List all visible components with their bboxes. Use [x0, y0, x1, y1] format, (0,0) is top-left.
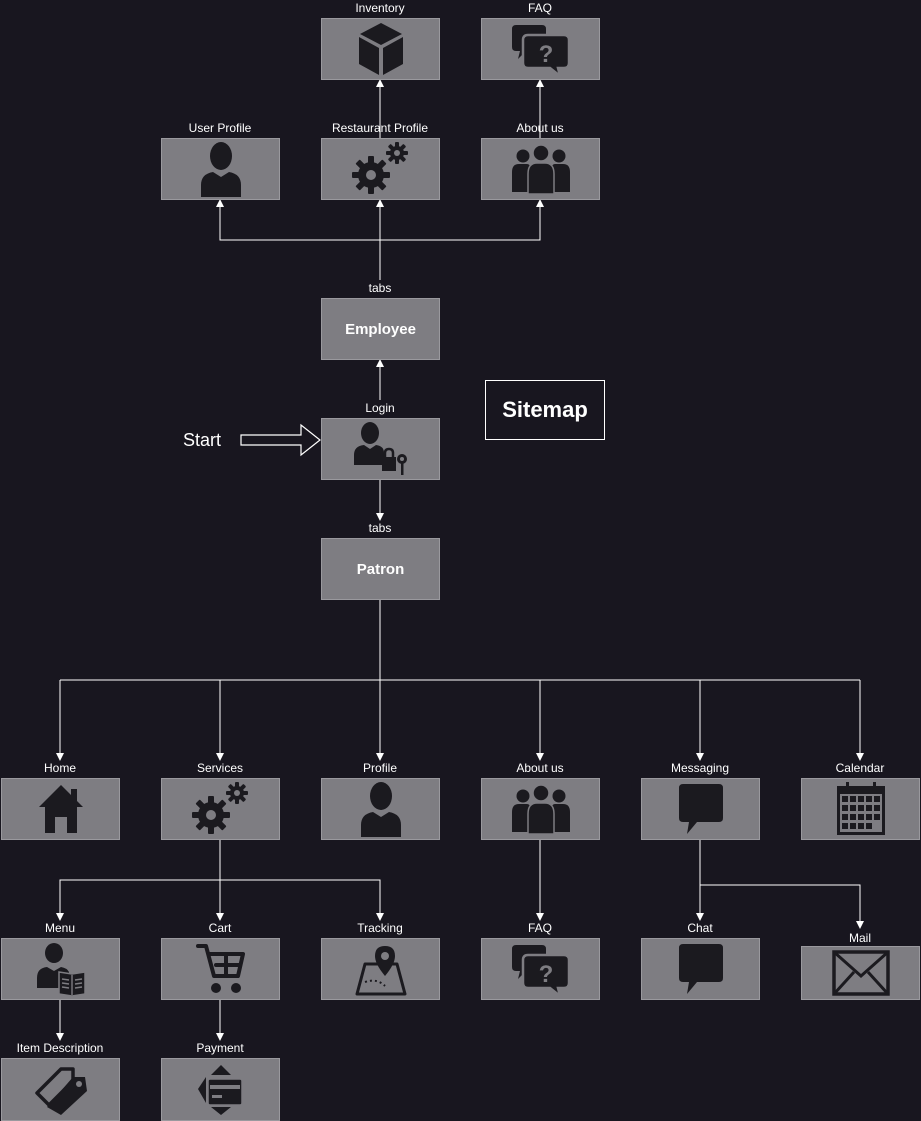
group-icon	[511, 784, 570, 834]
inventory-node[interactable]	[321, 18, 440, 80]
start-arrow	[240, 423, 321, 457]
mail-node[interactable]	[801, 946, 920, 1000]
gears-icon	[351, 142, 408, 194]
about-top-node[interactable]	[481, 138, 600, 200]
edge-services-to-menu	[56, 879, 220, 921]
edge-label-tabs-employee: tabs	[368, 281, 392, 295]
faq-top-label: FAQ	[527, 1, 552, 15]
about-top-label: About us	[516, 121, 564, 135]
mail-label: Mail	[848, 931, 871, 945]
speech-bubble-icon	[678, 784, 723, 834]
user-icon	[360, 782, 401, 837]
menu-node[interactable]	[1, 938, 120, 1000]
inventory-label: Inventory	[355, 1, 405, 15]
services-label: Services	[196, 761, 243, 775]
home-node[interactable]	[1, 778, 120, 840]
user-profile-node[interactable]	[161, 138, 280, 200]
profile-label: Profile	[362, 761, 397, 775]
tags-icon	[34, 1066, 87, 1115]
edge-label-tabs-patron: tabs	[368, 521, 392, 535]
group-icon	[511, 144, 570, 194]
user-profile-label: User Profile	[188, 121, 252, 135]
edge-tabs-to-about	[380, 199, 544, 241]
house-icon	[38, 785, 83, 833]
chat-label: Chat	[687, 921, 713, 935]
about-bottom-label: About us	[516, 761, 564, 775]
restaurant-profile-node[interactable]	[321, 138, 440, 200]
employee-text: Employee	[345, 320, 416, 338]
chat-node[interactable]	[641, 938, 760, 1000]
user-icon	[200, 142, 241, 197]
messaging-label: Messaging	[670, 761, 730, 775]
login-label: Login	[365, 401, 395, 415]
services-node[interactable]	[161, 778, 280, 840]
svg-text:?: ?	[538, 41, 553, 68]
faq-icon: ?	[511, 945, 570, 997]
calendar-label: Calendar	[835, 761, 885, 775]
tracking-label: Tracking	[357, 921, 403, 935]
messaging-node[interactable]	[641, 778, 760, 840]
start-label: Start	[182, 430, 221, 450]
faq-top-node[interactable]: ?	[481, 18, 600, 80]
payment-node[interactable]	[161, 1058, 280, 1121]
profile-node[interactable]	[321, 778, 440, 840]
edge-services-to-tracking	[220, 879, 384, 921]
cart-icon	[195, 944, 245, 993]
patron-node[interactable]: Patron	[321, 538, 440, 600]
login-node[interactable]	[321, 418, 440, 480]
edge-messaging-to-mail	[700, 884, 864, 929]
item-description-node[interactable]	[1, 1058, 120, 1121]
payment-label: Payment	[196, 1041, 244, 1055]
cart-node[interactable]	[161, 938, 280, 1000]
patron-text: Patron	[356, 560, 405, 578]
about-bottom-node[interactable]	[481, 778, 600, 840]
faq-bottom-label: FAQ	[527, 921, 552, 935]
home-label: Home	[43, 761, 76, 775]
calendar-node[interactable]	[801, 778, 920, 840]
faq-icon: ?	[511, 25, 570, 77]
sitemap-title: Sitemap	[485, 380, 605, 440]
speech-bubble-icon	[678, 944, 723, 994]
calendar-icon	[836, 782, 885, 835]
edge-tabs-to-user-profile	[216, 199, 380, 241]
faq-bottom-node[interactable]: ?	[481, 938, 600, 1000]
user-lock-icon	[353, 422, 407, 475]
gears-icon	[191, 782, 248, 834]
map-pin-icon	[355, 946, 406, 996]
restaurant-profile-label: Restaurant Profile	[331, 121, 429, 135]
user-book-icon	[36, 943, 85, 996]
envelope-icon	[831, 950, 890, 996]
cube-icon	[358, 23, 403, 75]
employee-node[interactable]: Employee	[321, 298, 440, 360]
item-description-label: Item Description	[16, 1041, 104, 1055]
svg-text:?: ?	[538, 961, 553, 988]
tracking-node[interactable]	[321, 938, 440, 1000]
cart-label: Cart	[208, 921, 232, 935]
menu-label: Menu	[44, 921, 76, 935]
card-payment-icon	[197, 1064, 243, 1115]
